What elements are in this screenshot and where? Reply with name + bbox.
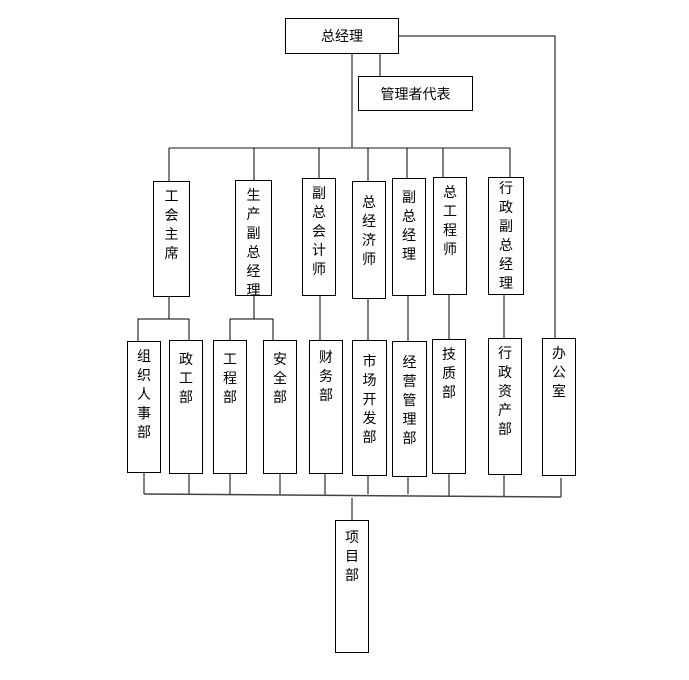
- management-rep-box: 管理者代表: [358, 76, 473, 111]
- box-label: 工程部: [223, 352, 237, 406]
- safety-dept-box: 安全部: [263, 340, 297, 474]
- box-label: 副总会计师: [312, 186, 326, 278]
- box-label: 生产副总经理: [246, 188, 261, 299]
- box-label: 总经济师: [362, 195, 376, 268]
- general-manager-box: 总经理: [285, 18, 399, 54]
- box-label: 安全部: [273, 352, 287, 406]
- business-mgmt-dept-box: 经营管理部: [392, 341, 427, 477]
- engineering-dept-box: 工程部: [213, 340, 247, 474]
- box-label: 市场开发部: [362, 354, 377, 446]
- box-label: 副总经理: [402, 190, 416, 263]
- admin-assets-dept-box: 行政资产部: [488, 338, 522, 475]
- chief-engineer-box: 总工程师: [433, 177, 467, 295]
- deputy-gm-box: 副总经理: [392, 178, 426, 296]
- box-label: 政工部: [179, 352, 193, 406]
- box-label: 技质部: [442, 347, 456, 401]
- deputy-chief-accountant-box: 副总会计师: [302, 178, 336, 296]
- box-label: 经营管理部: [402, 355, 417, 447]
- box-label: 办公室: [552, 346, 566, 400]
- box-label: 总经理: [321, 29, 363, 45]
- box-label: 组织人事部: [137, 349, 151, 441]
- office-box: 办公室: [542, 338, 576, 476]
- box-label: 财务部: [319, 350, 333, 404]
- hr-dept-box: 组织人事部: [127, 341, 161, 473]
- project-dept-box: 项目部: [335, 520, 369, 653]
- market-dev-dept-box: 市场开发部: [352, 340, 387, 476]
- union-chair-box: 工会主席: [153, 181, 190, 297]
- box-label: 工会主席: [164, 189, 179, 262]
- box-label: 项目部: [345, 530, 359, 584]
- chief-economist-box: 总经济师: [352, 181, 386, 299]
- box-label: 行政副总经理: [499, 181, 513, 292]
- political-dept-box: 政工部: [169, 340, 203, 474]
- production-vp-box: 生产副总经理: [235, 180, 272, 299]
- finance-dept-box: 财务部: [309, 340, 343, 474]
- box-label: 总工程师: [443, 185, 457, 258]
- box-label: 行政资产部: [498, 346, 512, 438]
- admin-vp-box: 行政副总经理: [488, 177, 524, 295]
- tech-quality-dept-box: 技质部: [432, 339, 466, 474]
- box-label: 管理者代表: [380, 86, 451, 103]
